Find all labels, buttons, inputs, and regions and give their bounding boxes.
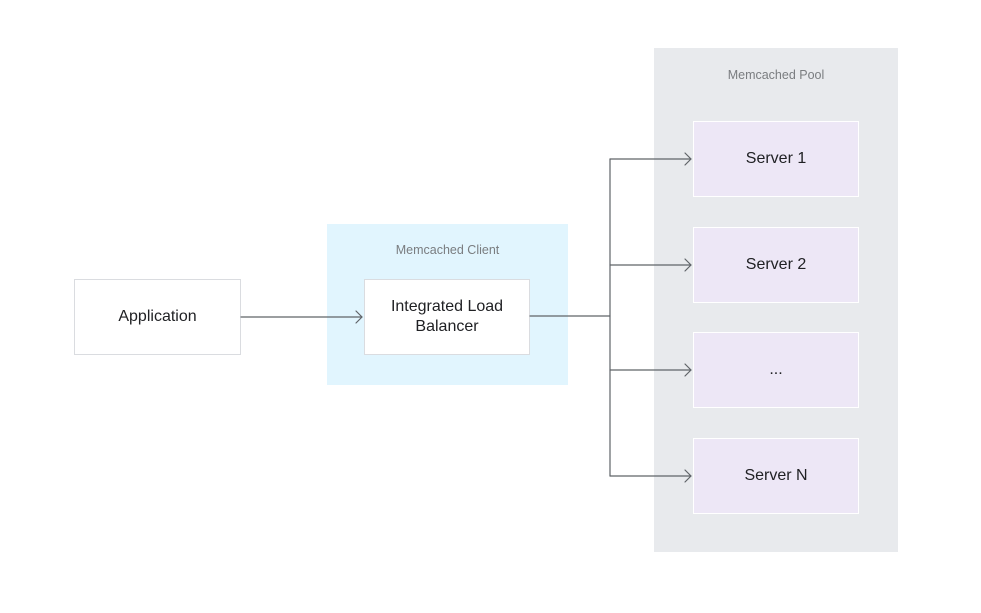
application-label: Application bbox=[118, 308, 197, 325]
server-1-node: Server 1 bbox=[693, 121, 859, 197]
memcached-pool-label: Memcached Pool bbox=[727, 68, 825, 82]
arrowhead-lb bbox=[355, 310, 363, 324]
arrowhead-server-ellipsis bbox=[684, 363, 692, 377]
server-n-label: Server N bbox=[744, 467, 808, 484]
application-node: Application bbox=[74, 279, 241, 355]
arrowhead-server-1 bbox=[684, 152, 692, 166]
server-ellipsis-node: ... bbox=[693, 332, 859, 408]
server-1-label: Server 1 bbox=[745, 150, 807, 167]
load-balancer-node: Integrated Load Balancer bbox=[364, 279, 530, 355]
server-n-node: Server N bbox=[693, 438, 859, 514]
arrowhead-server-n bbox=[684, 469, 692, 483]
server-2-node: Server 2 bbox=[693, 227, 859, 303]
server-ellipsis-label: ... bbox=[769, 361, 783, 378]
server-2-label: Server 2 bbox=[745, 256, 807, 273]
arrowhead-server-2 bbox=[684, 258, 692, 272]
memcached-client-label: Memcached Client bbox=[395, 243, 500, 257]
load-balancer-label: Integrated Load Balancer bbox=[390, 298, 504, 335]
